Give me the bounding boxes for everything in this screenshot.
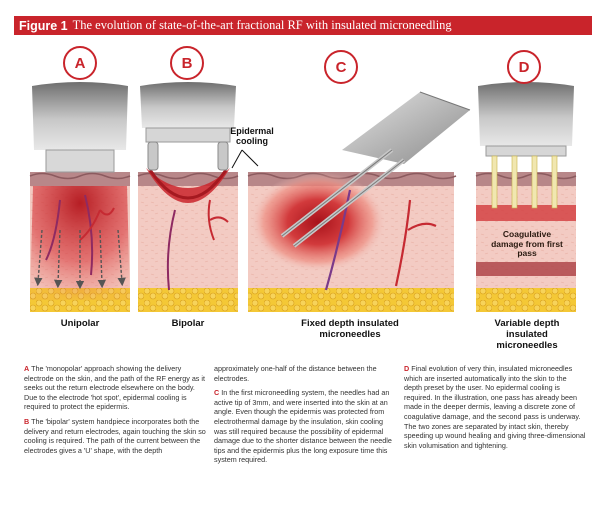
description-a: A The 'monopolar' approach showing the d… bbox=[24, 364, 206, 412]
description-b-continued: approximately one-half of the distance b… bbox=[214, 364, 396, 383]
cooling-leader-line-b bbox=[232, 150, 242, 168]
panel-a-electrode bbox=[32, 82, 128, 172]
description-column-1: A The 'monopolar' approach showing the d… bbox=[24, 364, 206, 460]
panel-a-letter: A bbox=[63, 46, 97, 80]
panel-d-letter: D bbox=[507, 50, 541, 84]
description-column-2: approximately one-half of the distance b… bbox=[214, 364, 396, 470]
description-c: C In the first microneedling system, the… bbox=[214, 388, 396, 465]
panel-b-letter: B bbox=[170, 46, 204, 80]
description-b: B The 'bipolar' system handpiece incorpo… bbox=[24, 417, 206, 455]
panel-b-electrode bbox=[140, 82, 236, 170]
cooling-leader-line-c bbox=[242, 150, 258, 166]
panel-a-label: Unipolar bbox=[32, 318, 128, 329]
coagulative-damage-label: Coagulative damage from first pass bbox=[486, 230, 568, 259]
panel-c-letter: C bbox=[324, 50, 358, 84]
panel-b-skin bbox=[138, 168, 238, 312]
panel-c-skin bbox=[248, 172, 456, 312]
panel-d-label: Variable depth insulated microneedles bbox=[482, 318, 572, 351]
panel-b-label: Bipolar bbox=[140, 318, 236, 329]
epidermal-cooling-label: Epidermal cooling bbox=[226, 126, 278, 146]
description-column-3: D Final evolution of very thin, insulate… bbox=[404, 364, 586, 455]
description-d: D Final evolution of very thin, insulate… bbox=[404, 364, 586, 450]
panel-c-label: Fixed depth insulated microneedles bbox=[290, 318, 410, 340]
